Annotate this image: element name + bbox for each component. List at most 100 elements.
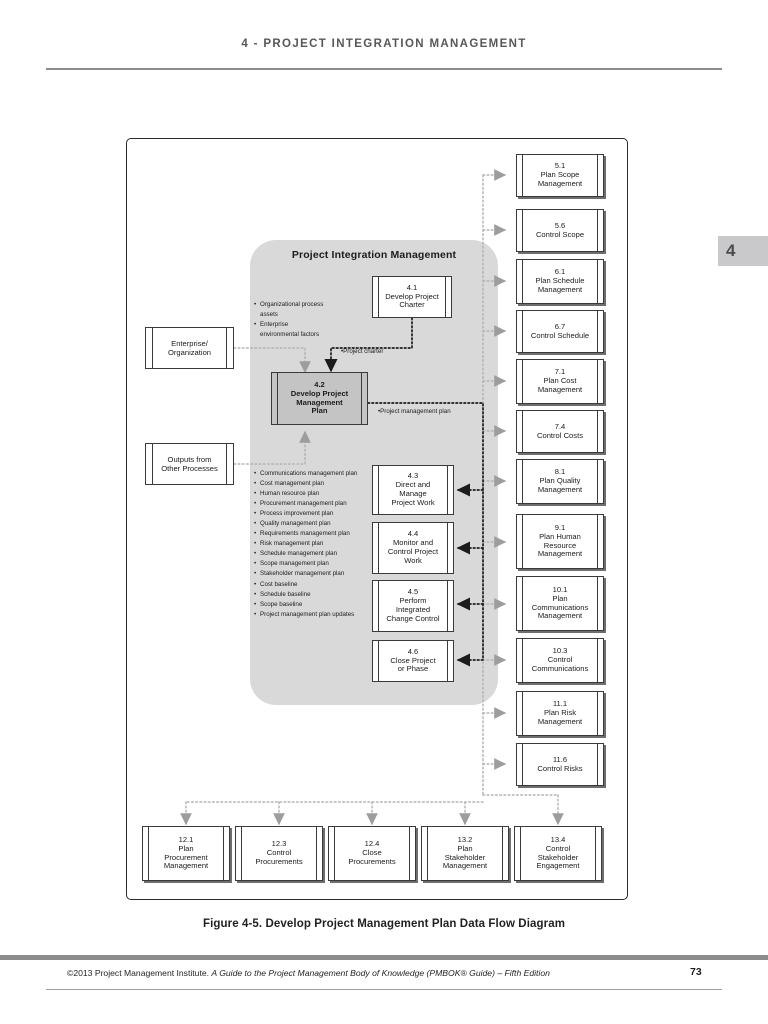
process-number: 9.1: [554, 522, 566, 532]
bullet-glyph: •: [254, 560, 257, 568]
process-number: 4.6: [407, 646, 419, 656]
bullet-item: •Cost management plan: [254, 479, 357, 489]
footer-copyright: ©2013 Project Management Institute.: [67, 968, 210, 978]
flow-label-project-management-plan: •Project management plan: [378, 408, 451, 415]
process-label-line: Organization: [167, 348, 212, 357]
bullet-text: Cost management plan: [260, 480, 324, 488]
bullet-item: •Requirements management plan: [254, 529, 357, 539]
bullet-item: •Schedule management plan: [254, 549, 357, 559]
process-number: 5.6: [554, 220, 566, 230]
page-number: 73: [690, 966, 702, 978]
plan-components-bullets: •Communications management plan•Cost man…: [254, 469, 357, 620]
bullet-item: •Scope management plan: [254, 559, 357, 569]
process-number: 8.1: [554, 467, 566, 477]
panel-title: Project Integration Management: [291, 249, 457, 261]
bullet-text: Human resource plan: [260, 490, 320, 498]
bullet-item: assets: [260, 311, 278, 319]
bullet-glyph: •: [254, 590, 257, 598]
process-number: 5.1: [554, 161, 566, 171]
process-label-line: Work: [404, 555, 422, 565]
bullet-item: •Cost baseline: [254, 580, 357, 590]
process-label-line: Charter: [399, 300, 425, 310]
bullet-item: •Scope baseline: [254, 600, 357, 610]
process-number: 4.4: [407, 529, 419, 539]
bullet-text: Project management plan updates: [260, 610, 355, 618]
bullet-item: environmental factors: [260, 331, 320, 339]
chapter-tab-number: 4: [726, 241, 736, 260]
process-label-line: Stakeholder: [537, 852, 579, 862]
process-number: 7.1: [554, 367, 566, 377]
process-label-line: Control: [547, 655, 573, 665]
bullet-item: •Procurement management plan: [254, 499, 357, 509]
footer-book-title: A Guide to the Project Management Body o…: [211, 968, 550, 978]
process-label-line: Plan: [178, 843, 194, 853]
process-label-line: Management: [537, 384, 583, 394]
figure-caption: Figure 4-5. Develop Project Management P…: [202, 918, 566, 930]
input-box-enterprise-organization[interactable]: Enterprise/Organization: [145, 327, 234, 369]
process-number: 12.3: [271, 839, 287, 849]
process-number: 7.4: [554, 421, 566, 431]
bullet-glyph: •: [254, 321, 257, 329]
header-divider: [46, 68, 722, 70]
bullet-text: Scope management plan: [260, 560, 329, 568]
process-label-line: Integrated: [395, 605, 431, 614]
process-label-line: Procurements: [348, 856, 396, 866]
bullet-text: Requirements management plan: [260, 530, 350, 538]
process-label-line: Stakeholder: [444, 852, 486, 862]
bullet-text: Scope baseline: [260, 600, 303, 608]
process-label-line: Plan Risk: [543, 708, 577, 718]
process-label-line: Management: [537, 611, 583, 621]
bullet-glyph: •: [254, 540, 257, 548]
bullet-glyph: •: [254, 600, 257, 608]
process-label-line: Manage: [399, 489, 427, 498]
process-label-line: Plan Human: [539, 531, 581, 541]
chapter-tab: 4: [718, 236, 768, 266]
bullet-text: Cost baseline: [260, 580, 298, 588]
process-label-line: Control: [545, 843, 571, 853]
process-label-line: Control Risks: [537, 763, 583, 773]
process-number: 4.5: [407, 587, 419, 597]
process-label-line: Monitor and: [392, 538, 434, 548]
process-label-line: Management: [537, 549, 583, 559]
process-label-line: Control Schedule: [530, 330, 590, 340]
process-label-line: Develop Project: [385, 291, 439, 301]
process-label-line: Plan Quality: [539, 476, 581, 486]
bullet-glyph: •: [254, 500, 257, 508]
bullet-text: Process improvement plan: [260, 510, 334, 518]
process-label-line: Management: [537, 178, 583, 188]
bullet-text: Schedule baseline: [260, 590, 311, 598]
bullet-text: Risk management plan: [260, 540, 324, 548]
flow-label-project-charter: •Project charter: [341, 348, 384, 355]
process-label-line: Plan Cost: [543, 376, 577, 386]
bullet-item: •Schedule baseline: [254, 590, 357, 600]
bullet-glyph: •: [254, 530, 257, 538]
bullet-glyph: •: [254, 520, 257, 528]
process-number: 13.2: [457, 834, 473, 844]
process-label-line: or Phase: [397, 664, 429, 674]
process-label-line: Change Control: [386, 613, 440, 623]
